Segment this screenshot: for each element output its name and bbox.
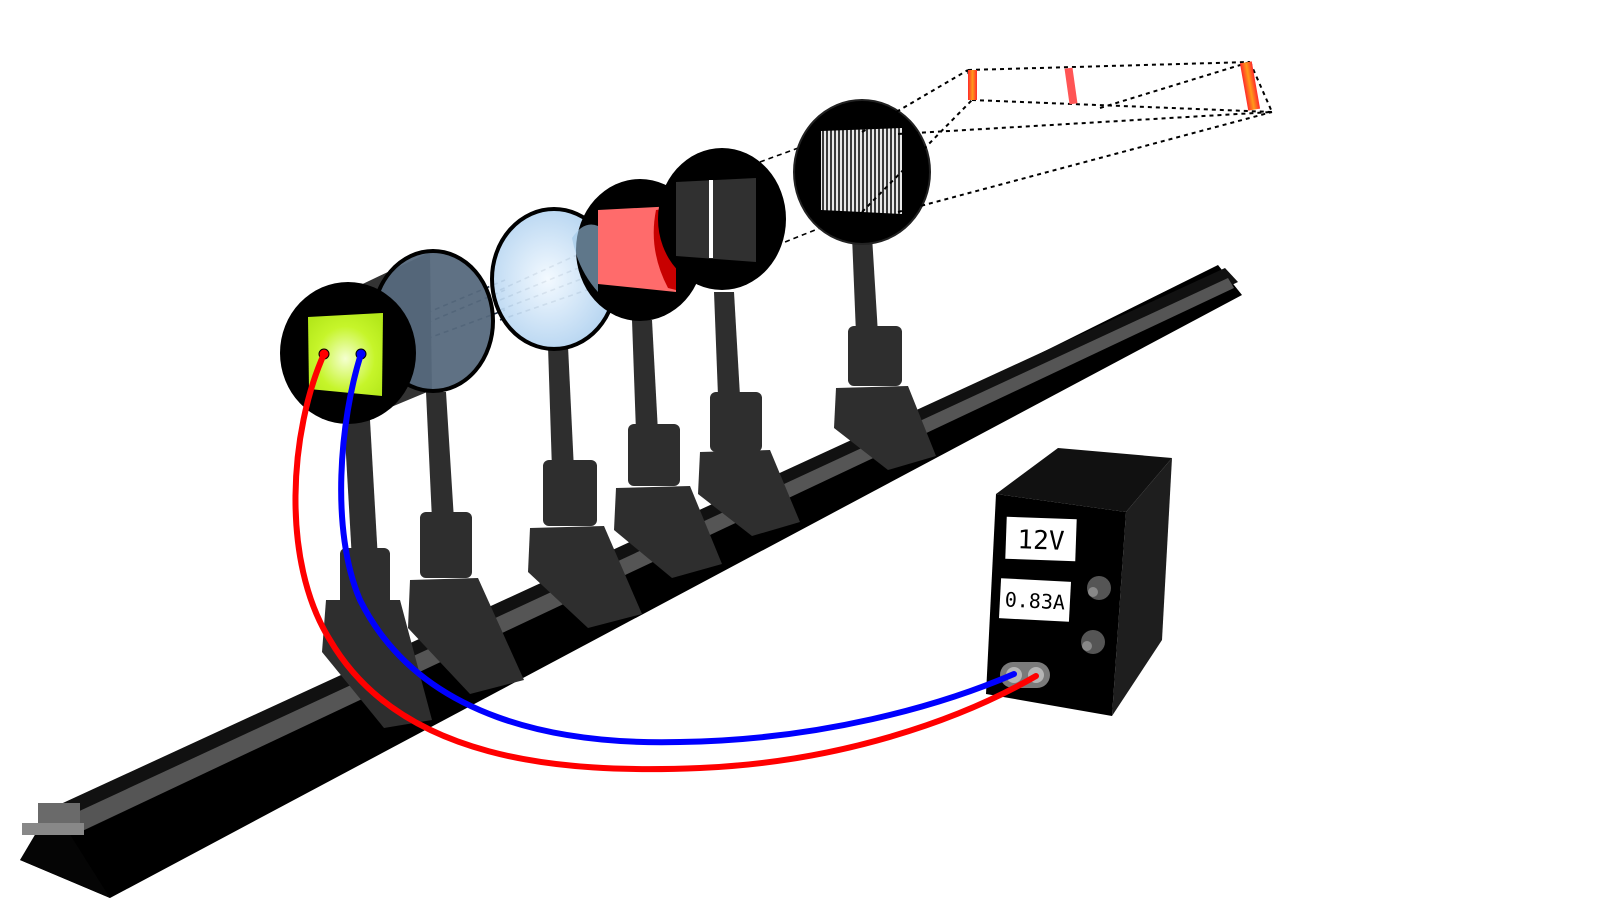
grating-lines xyxy=(821,128,902,214)
rail-end-cap xyxy=(38,803,80,825)
holder-filter xyxy=(614,320,722,578)
voltage-display-text: 12V xyxy=(1017,525,1065,557)
holder-lens xyxy=(528,346,642,628)
spectrum-line-right xyxy=(1240,61,1260,110)
slit-opening xyxy=(709,180,713,258)
current-display-text: 0.83A xyxy=(1004,587,1065,614)
current-knob[interactable] xyxy=(1081,630,1105,654)
spectrum-line-left xyxy=(968,70,977,100)
holder-slit xyxy=(698,292,800,536)
slit xyxy=(658,148,786,290)
spectrum-line-center xyxy=(1065,68,1078,105)
holder-grating xyxy=(834,236,936,470)
diffraction-grating xyxy=(794,100,930,244)
voltage-knob[interactable] xyxy=(1087,576,1111,600)
